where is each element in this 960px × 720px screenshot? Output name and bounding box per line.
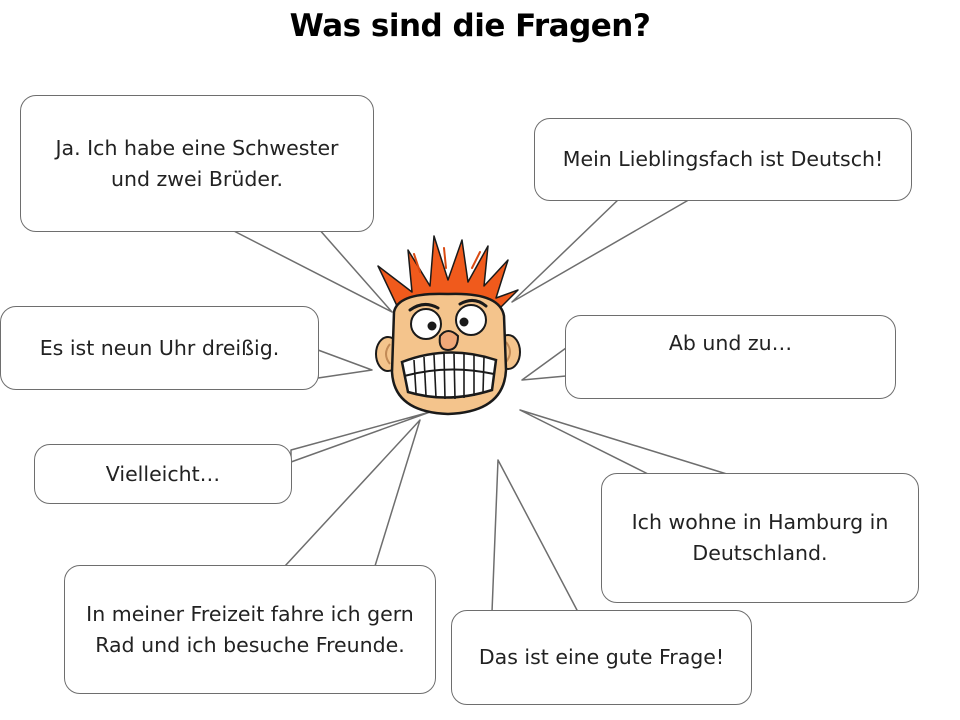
page-title: Was sind die Fragen? [289,8,651,44]
bubble-text: Mein Lieblingsfach ist Deutsch! [562,147,884,172]
bubble-text: Vielleicht… [105,461,221,486]
speech-bubble-freizeit: In meiner Freizeit fahre ich gern Rad un… [64,565,436,694]
speech-bubble-uhrzeit: Es ist neun Uhr dreißig. [0,306,319,390]
speech-bubble-vielleicht: Vielleicht… [34,444,292,504]
tail-uhrzeit [317,349,373,379]
bubble-text: Ich wohne in Hamburg in Deutschland. [631,510,889,565]
speech-bubble-ab-und-zu: Ab und zu… [565,315,896,399]
bubble-text: Das ist eine gute Frage! [478,645,725,670]
bubble-text: Ja. Ich habe eine Schwester und zwei Brü… [55,135,339,191]
bubble-text: In meiner Freizeit fahre ich gern Rad un… [86,601,414,657]
tail-lieblingsfach [511,197,693,303]
bubble-text: Ab und zu… [668,331,793,355]
speech-bubble-gute-frage: Das ist eine gute Frage! [451,610,752,705]
speech-bubble-geschwister: Ja. Ich habe eine Schwester und zwei Brü… [20,95,374,232]
speech-bubble-lieblingsfach: Mein Lieblingsfach ist Deutsch! [534,118,912,201]
grimacing-cartoon-face-icon [375,235,521,416]
tail-freizeit [284,419,421,567]
tail-ab-und-zu [521,347,567,381]
speech-bubble-wohnort: Ich wohne in Hamburg in Deutschland. [601,473,919,603]
tail-gute-frage [491,459,579,613]
bubble-text: Es ist neun Uhr dreißig. [39,335,280,360]
tail-wohnort [519,409,731,476]
